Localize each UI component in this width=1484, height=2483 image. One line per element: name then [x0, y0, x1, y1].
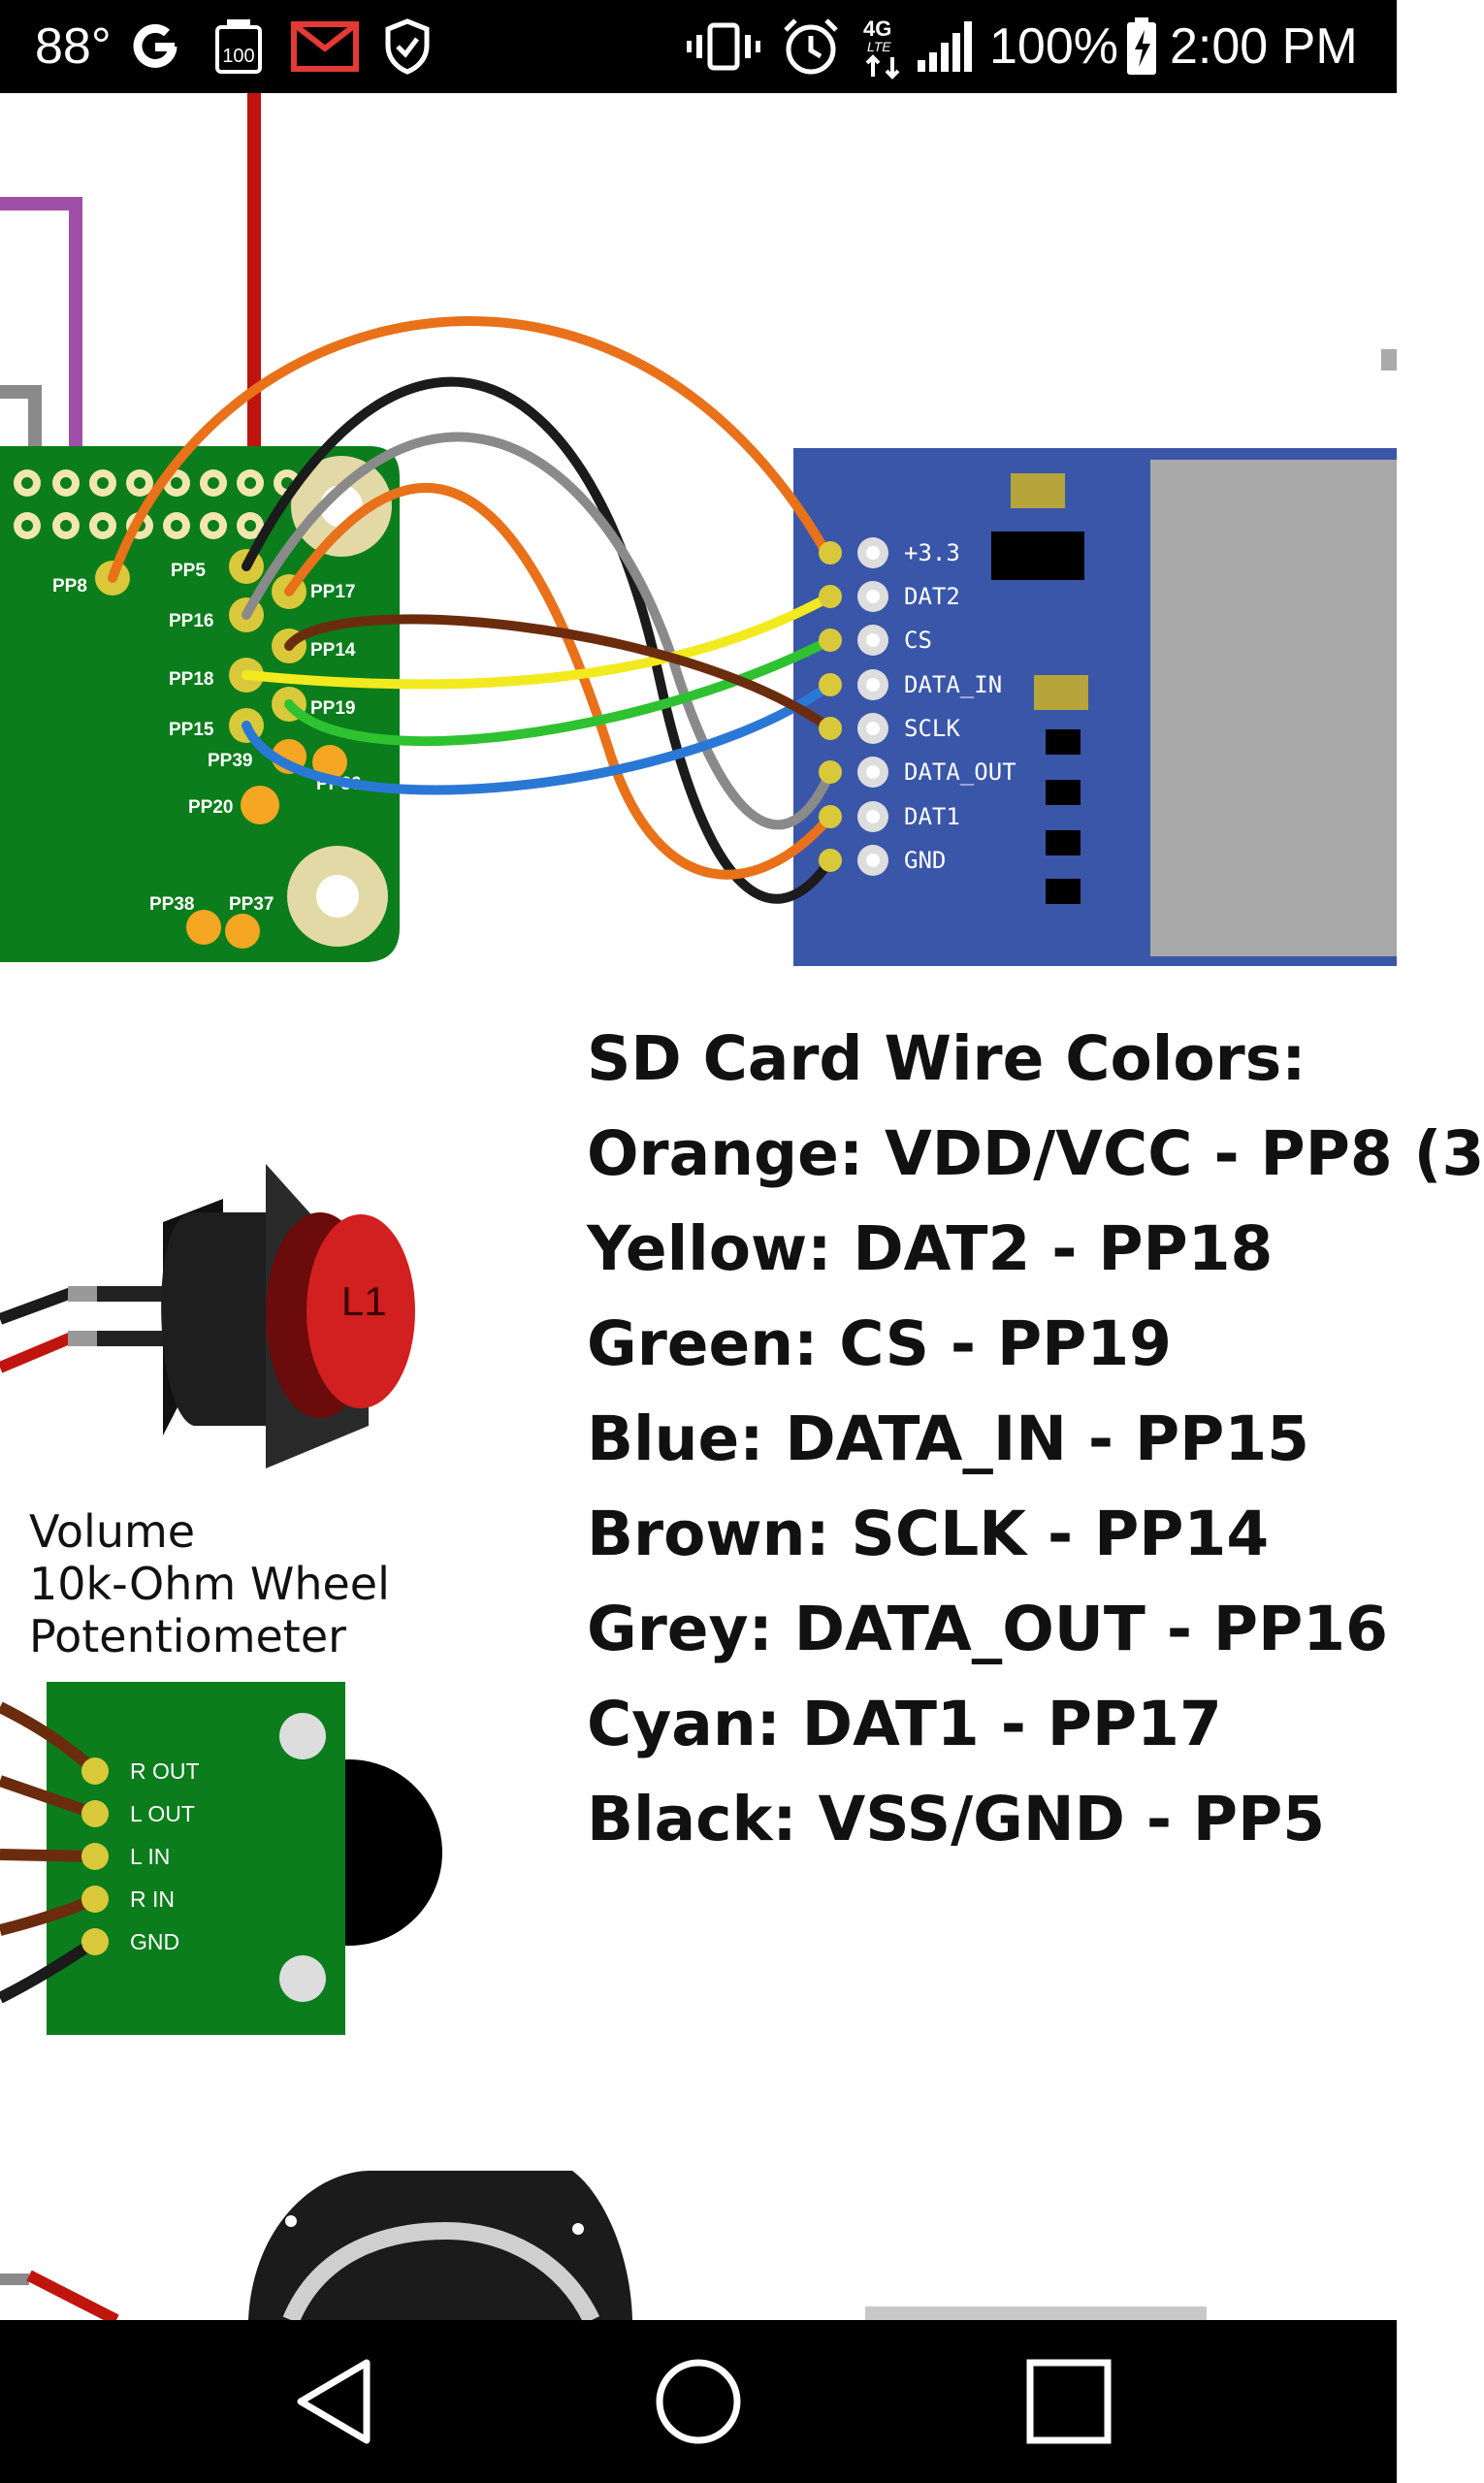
battery-percent: 100% [989, 18, 1118, 75]
orange-wire [108, 316, 831, 583]
legend-line: Grey: DATA_OUT - PP16 [587, 1594, 1388, 1664]
caption-line-2: Potentiometer [29, 1610, 347, 1662]
push-button [161, 1212, 272, 1426]
svg-text:LTE: LTE [867, 39, 891, 54]
module-pin-0: R OUT [130, 1758, 200, 1784]
sd-pin-label-2: CS [904, 627, 932, 654]
signal-icon [916, 0, 978, 93]
home-icon [656, 2359, 741, 2444]
pp-label-1: PP5 [171, 561, 206, 581]
orange-wire-2 [284, 482, 835, 880]
blue-wire [242, 680, 835, 795]
storage-icon: 100 [213, 0, 264, 93]
caption-line-1: 10k-Ohm Wheel [29, 1558, 390, 1610]
google-icon [128, 0, 182, 93]
sd-pin-label-1: DAT2 [904, 583, 960, 610]
button-wire-black [0, 1286, 77, 1325]
sd-pins [857, 537, 888, 876]
legend-line: Cyan: DAT1 - PP17 [587, 1689, 1222, 1759]
pp-label-4: PP15 [169, 720, 214, 740]
purple-wire [0, 197, 82, 497]
sd-pin-label-5: DATA_OUT [904, 758, 1016, 786]
temperature-text: 88° [35, 18, 112, 75]
button-wire-red [0, 1331, 77, 1373]
pp-label-8: PP39 [208, 751, 252, 771]
sd-pin-label-6: DAT1 [904, 803, 960, 830]
legend-line: Black: VSS/GND - PP5 [587, 1784, 1326, 1854]
grey-wire [242, 432, 835, 830]
sd-pin-label-7: GND [904, 847, 946, 874]
diagram-image-view[interactable]: PP8 PP5 PP16 PP18 PP15 PP17 PP14 PP19 PP… [0, 93, 1484, 2326]
wiring-diagram: PP8 PP5 PP16 PP18 PP15 PP17 PP14 PP19 PP… [0, 93, 1397, 2326]
shield-check-icon [384, 0, 431, 93]
recents-button[interactable] [972, 2320, 1166, 2483]
home-button[interactable] [601, 2320, 795, 2483]
alarm-icon [780, 0, 842, 93]
legend-line: Yellow: DAT2 - PP18 [587, 1213, 1274, 1284]
sd-pin-label-3: DATA_IN [904, 671, 1002, 698]
pp-label-7: PP19 [310, 698, 355, 719]
gmail-icon [291, 0, 359, 93]
notification-count: 100 [222, 46, 254, 67]
navigation-bar [0, 2320, 1397, 2483]
green-wire [284, 635, 835, 747]
button-label: L1 [341, 1278, 387, 1324]
recents-icon [1026, 2359, 1112, 2444]
speaker [248, 2171, 632, 2320]
pp-label-12: PP37 [229, 894, 274, 915]
wire-color-legend: SD Card Wire Colors: Orange: VDD/VCC - P… [587, 1012, 1484, 1867]
pp-label-3: PP18 [169, 669, 213, 690]
legend-line: Orange: VDD/VCC - PP8 (3 [587, 1118, 1484, 1189]
pp-label-5: PP17 [310, 582, 355, 602]
legend-title: SD Card Wire Colors: [587, 1023, 1307, 1094]
battery-charging-icon [1125, 0, 1158, 93]
back-button[interactable] [237, 2320, 431, 2483]
module-pin-3: R IN [130, 1886, 175, 1912]
svg-text:4G: 4G [863, 16, 891, 41]
yellow-wire [242, 592, 835, 690]
sd-pin-label-4: SCLK [904, 715, 960, 742]
pp-label-11: PP38 [149, 894, 194, 915]
back-icon [297, 2359, 371, 2444]
sd-pin-label-0: +3.3 [904, 539, 960, 566]
pp-label-6: PP14 [310, 640, 356, 661]
legend-line: Green: CS - PP19 [587, 1308, 1173, 1379]
vibrate-icon [685, 0, 762, 93]
pp-label-10: PP20 [188, 797, 233, 818]
module-pin-1: L OUT [130, 1801, 195, 1826]
pp-label-0: PP8 [52, 576, 87, 597]
legend-line: Blue: DATA_IN - PP15 [587, 1403, 1310, 1474]
sd-card-slot [1150, 460, 1397, 956]
clock-time: 2:00 PM [1170, 18, 1358, 75]
module-pin-4: GND [130, 1929, 179, 1954]
caption-line-0: Volume [29, 1505, 196, 1558]
potentiometer-caption: Volume 10k-Ohm Wheel Potentiometer [29, 1505, 390, 1662]
pp-label-2: PP16 [169, 611, 213, 631]
module-pin-2: L IN [130, 1844, 170, 1869]
brown-wire [284, 614, 835, 733]
legend-line: Brown: SCLK - PP14 [587, 1499, 1270, 1569]
